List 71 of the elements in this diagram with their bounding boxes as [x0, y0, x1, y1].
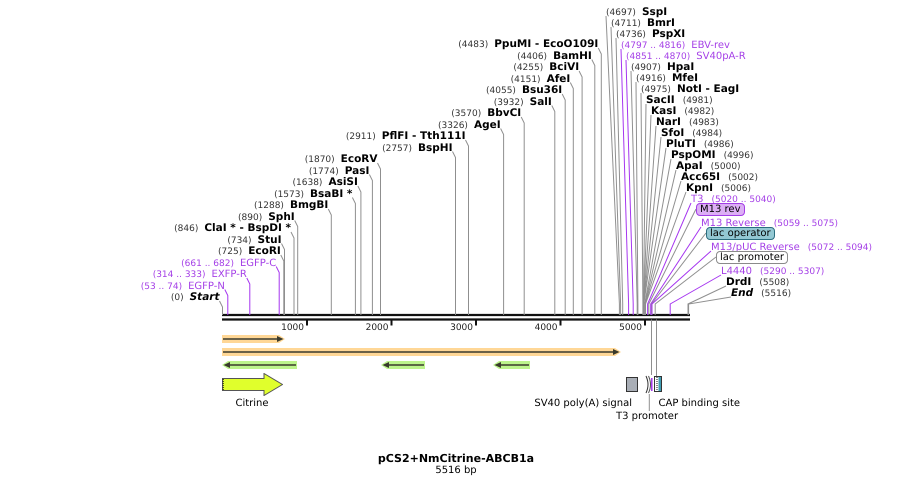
feature-tag: lac promoter	[716, 250, 788, 264]
leader-line	[648, 394, 650, 412]
restriction-site-label: KpnI (5006)	[686, 180, 751, 195]
leader-line	[648, 208, 696, 316]
leader-line	[598, 48, 602, 316]
leader-line	[670, 274, 722, 316]
leader-line	[688, 286, 726, 316]
leader-line	[520, 116, 525, 316]
leader-line	[357, 186, 362, 316]
leader-line	[651, 319, 652, 376]
orf-track	[222, 347, 621, 357]
leader-line	[281, 243, 285, 316]
orf-track	[222, 334, 285, 344]
leader-line	[643, 148, 666, 316]
leader-line	[591, 59, 596, 316]
leader-line	[616, 38, 624, 316]
leader-line	[636, 82, 638, 316]
feature-label: SV40 poly(A) signal	[534, 398, 632, 409]
restriction-site-label: (4736) PspXI	[616, 26, 686, 41]
feature-label: Citrine	[235, 398, 269, 409]
restriction-site-label: (4697) SspI	[606, 4, 668, 19]
plasmid-name: pCS2+NmCitrine-ABCB1a	[378, 452, 534, 465]
leader-line	[578, 70, 583, 316]
leader-line	[377, 162, 381, 316]
leader-line	[626, 60, 634, 316]
leader-line	[551, 105, 556, 316]
leader-line	[290, 232, 294, 316]
leader-line	[368, 174, 373, 316]
feature-tag: M13 rev	[696, 202, 744, 216]
leader-line	[650, 226, 702, 316]
leader-line	[562, 94, 566, 316]
leader-line	[500, 128, 504, 316]
promoter-glyph-icon	[645, 375, 654, 394]
orf-track	[381, 360, 425, 370]
leader-line	[606, 16, 620, 316]
leader-line	[328, 208, 332, 316]
leader-line	[643, 136, 662, 316]
leader-line	[654, 256, 716, 316]
leader-line	[656, 319, 657, 376]
leader-line	[651, 232, 706, 316]
feature-label: T3 promoter	[616, 411, 678, 422]
leader-line	[620, 48, 630, 316]
leader-line	[352, 197, 356, 316]
leader-line	[246, 278, 250, 316]
leader-line	[570, 82, 574, 316]
plasmid-length: 5516 bp	[435, 465, 477, 476]
leader-line	[645, 192, 686, 316]
leader-line	[640, 92, 644, 316]
leader-line	[647, 202, 692, 316]
leader-line	[630, 70, 638, 316]
leader-line	[224, 289, 228, 316]
leader-line	[276, 266, 280, 316]
leader-line	[644, 158, 672, 316]
scale-number: 3000	[450, 323, 473, 333]
leader-line	[688, 296, 732, 316]
orf-track	[493, 360, 530, 370]
leader-line	[610, 26, 622, 316]
feature-label: CAP binding site	[658, 398, 740, 409]
leader-line	[452, 151, 456, 316]
leader-line	[280, 254, 284, 316]
sequence-ruler	[222, 314, 690, 321]
leader-line	[465, 140, 469, 316]
scale-number: 4000	[534, 323, 558, 333]
scale-number: 1000	[281, 323, 304, 333]
scale-number: 2000	[366, 323, 388, 333]
feature-tag: lac operator	[706, 226, 775, 240]
leader-line	[219, 300, 223, 316]
orf-track	[222, 360, 297, 370]
leader-line	[652, 250, 712, 316]
leader-line	[294, 220, 298, 316]
scale-number: 5000	[619, 323, 642, 333]
